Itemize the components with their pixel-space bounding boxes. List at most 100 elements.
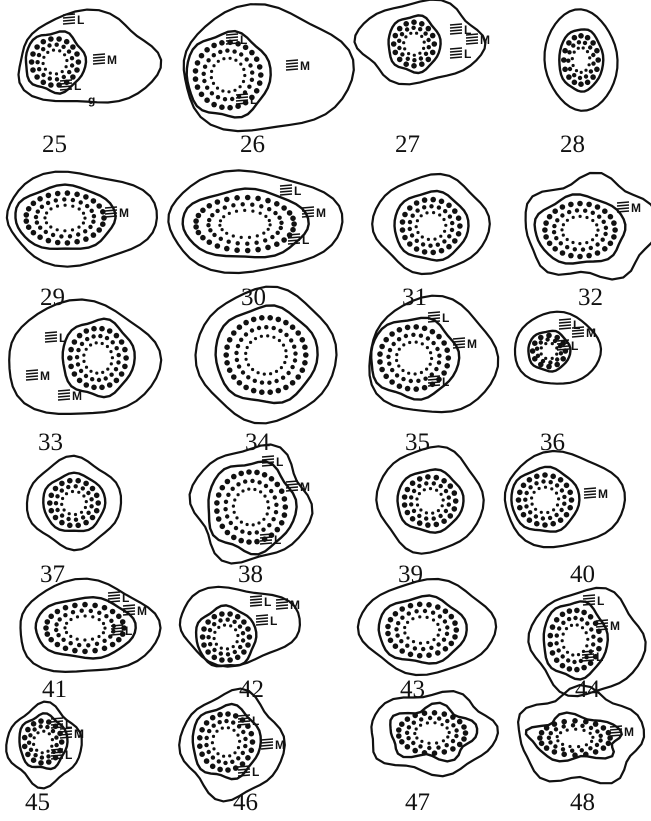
bundle-dot bbox=[215, 209, 219, 213]
bundle-dot bbox=[550, 650, 556, 656]
figure-number: 27 bbox=[395, 131, 420, 158]
bundle-dot bbox=[561, 719, 567, 725]
bundle-dot bbox=[406, 736, 410, 740]
figure-29: M29 bbox=[7, 172, 157, 311]
bundle-dot bbox=[521, 483, 527, 489]
bundle-dot bbox=[406, 57, 410, 61]
bundle-dot bbox=[429, 646, 433, 650]
bundle-dot bbox=[111, 340, 115, 344]
bundle-dot bbox=[259, 204, 263, 208]
bundle-dot bbox=[233, 89, 236, 92]
bundle-dot bbox=[235, 655, 241, 661]
bundle-dot bbox=[595, 729, 599, 733]
bundle-dot bbox=[454, 734, 458, 738]
bundle-dot bbox=[123, 355, 129, 361]
bundle-dot bbox=[404, 35, 407, 38]
bundle-dot bbox=[534, 481, 538, 485]
bundle-dot bbox=[552, 208, 558, 214]
bundle-dot bbox=[454, 627, 460, 633]
hatch-mark bbox=[428, 376, 440, 377]
bundle-dot bbox=[37, 234, 43, 240]
bundle-dot bbox=[564, 483, 570, 489]
bundle-dot bbox=[53, 486, 59, 492]
bundle-dot bbox=[251, 388, 257, 394]
bundle-dot bbox=[566, 729, 569, 732]
bundle-dot bbox=[90, 515, 96, 521]
bundle-dot bbox=[566, 40, 572, 46]
bundle-dot bbox=[588, 614, 594, 620]
bundle-dot bbox=[219, 40, 225, 46]
bundle-dot bbox=[285, 355, 288, 358]
bundle-dot bbox=[103, 627, 106, 630]
bundle-dot bbox=[55, 642, 61, 648]
hatch-mark bbox=[236, 100, 248, 101]
bundle-dot bbox=[47, 500, 53, 506]
bundle-dot bbox=[217, 767, 223, 773]
bundle-dot bbox=[74, 239, 80, 245]
bundle-dot bbox=[580, 748, 584, 752]
hatch-mark bbox=[58, 393, 70, 394]
bundle-dot bbox=[193, 68, 199, 74]
bundle-dot bbox=[593, 721, 599, 727]
bundle-dot bbox=[591, 635, 595, 639]
bundle-dot bbox=[557, 648, 561, 652]
bundle-dot bbox=[83, 638, 86, 641]
bundle-dot bbox=[410, 233, 414, 237]
bundle-dot bbox=[606, 741, 612, 747]
figure-number: 46 bbox=[233, 789, 258, 816]
bundle-dot bbox=[419, 717, 423, 721]
hatch-mark bbox=[60, 86, 72, 87]
bundle-dot bbox=[255, 530, 259, 534]
bundle-dot bbox=[444, 347, 450, 353]
label-l: L bbox=[464, 47, 471, 61]
hatch-mark bbox=[93, 54, 105, 55]
bundle-dot bbox=[102, 631, 105, 634]
bundle-dot bbox=[35, 60, 39, 64]
bundle-dot bbox=[448, 214, 452, 218]
bundle-dot bbox=[537, 735, 543, 741]
bundle-dot bbox=[197, 743, 203, 749]
bundle-dot bbox=[444, 489, 448, 493]
bundle-dot bbox=[254, 539, 260, 545]
bundle-dot bbox=[421, 235, 424, 238]
hatch-mark bbox=[450, 54, 462, 55]
bundle-dot bbox=[211, 755, 215, 759]
bundle-dot bbox=[82, 602, 88, 608]
hatch-mark bbox=[302, 216, 314, 217]
bundle-dot bbox=[532, 340, 538, 346]
figure-48: M48 bbox=[518, 685, 644, 816]
bundle-dot bbox=[76, 348, 80, 352]
bundle-dot bbox=[85, 500, 88, 503]
bundle-dot bbox=[578, 33, 584, 39]
hatch-mark bbox=[123, 605, 135, 606]
bundle-dot bbox=[534, 474, 540, 480]
hatch-mark bbox=[26, 370, 38, 371]
figure-number: 33 bbox=[38, 429, 63, 456]
bundle-dot bbox=[84, 614, 87, 617]
bundle-dot bbox=[246, 375, 250, 379]
figure-43: 43 bbox=[358, 579, 496, 703]
inner-outline bbox=[379, 596, 467, 664]
bundle-dot bbox=[46, 51, 49, 54]
bundle-dot bbox=[438, 614, 442, 618]
bundle-dot bbox=[46, 719, 52, 725]
bundle-dot bbox=[293, 351, 297, 355]
hatch-mark bbox=[238, 769, 250, 770]
bundle-dot bbox=[586, 50, 589, 53]
bundle-dot bbox=[90, 486, 96, 492]
bundle-dot bbox=[215, 643, 218, 646]
hatch-mark bbox=[51, 752, 63, 753]
figure-number: 26 bbox=[240, 131, 265, 158]
bundle-dot bbox=[582, 729, 585, 732]
bundle-dot bbox=[528, 510, 532, 514]
hatch-mark bbox=[450, 30, 462, 31]
bundle-dot bbox=[99, 326, 105, 332]
bundle-dot bbox=[383, 337, 389, 343]
hatch-mark bbox=[450, 27, 462, 28]
bundle-dot bbox=[72, 648, 78, 654]
bundle-dot bbox=[555, 353, 558, 356]
bundle-dot bbox=[283, 504, 289, 510]
bundle-dot bbox=[38, 718, 44, 724]
bundle-dot bbox=[554, 657, 560, 663]
bundle-dot bbox=[402, 502, 408, 508]
